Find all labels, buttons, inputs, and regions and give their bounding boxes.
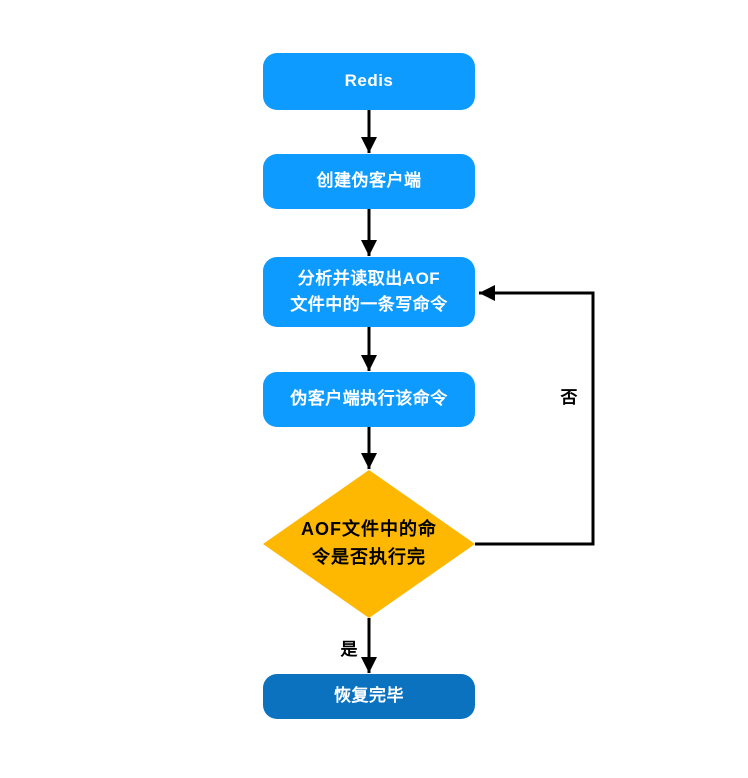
node-redis: Redis [263, 53, 475, 110]
node-aof-finished-decision-label: AOF文件中的命 令是否执行完 [263, 470, 475, 618]
edge-label-no: 否 [560, 388, 578, 407]
node-redis-label: Redis [344, 71, 394, 91]
node-recovery-complete-label: 恢复完毕 [334, 686, 404, 706]
node-execute-command: 伪客户端执行该命令 [263, 372, 475, 427]
node-create-fake-client: 创建伪客户端 [263, 154, 475, 209]
decision-diamond-shape [263, 470, 475, 618]
decision-line-1: AOF文件中的命 [301, 519, 437, 540]
node-read-aof-line-2: 文件中的一条写命令 [290, 295, 448, 314]
decision-line-2: 令是否执行完 [312, 547, 426, 567]
node-recovery-complete: 恢复完毕 [263, 674, 475, 719]
edge-decision-no-loop-to-read-aof [475, 285, 595, 546]
node-aof-finished-decision: AOF文件中的命 令是否执行完 [263, 470, 475, 618]
node-read-aof-command: 分析并读取出AOF 文件中的一条写命令 [263, 257, 475, 327]
node-create-fake-client-label: 创建伪客户端 [316, 171, 422, 191]
edge-label-yes: 是 [340, 640, 358, 659]
node-read-aof-line-1: 分析并读取出AOF [297, 268, 441, 288]
node-execute-command-label: 伪客户端执行该命令 [290, 389, 448, 409]
node-read-aof-command-label: 分析并读取出AOF 文件中的一条写命令 [290, 266, 448, 319]
